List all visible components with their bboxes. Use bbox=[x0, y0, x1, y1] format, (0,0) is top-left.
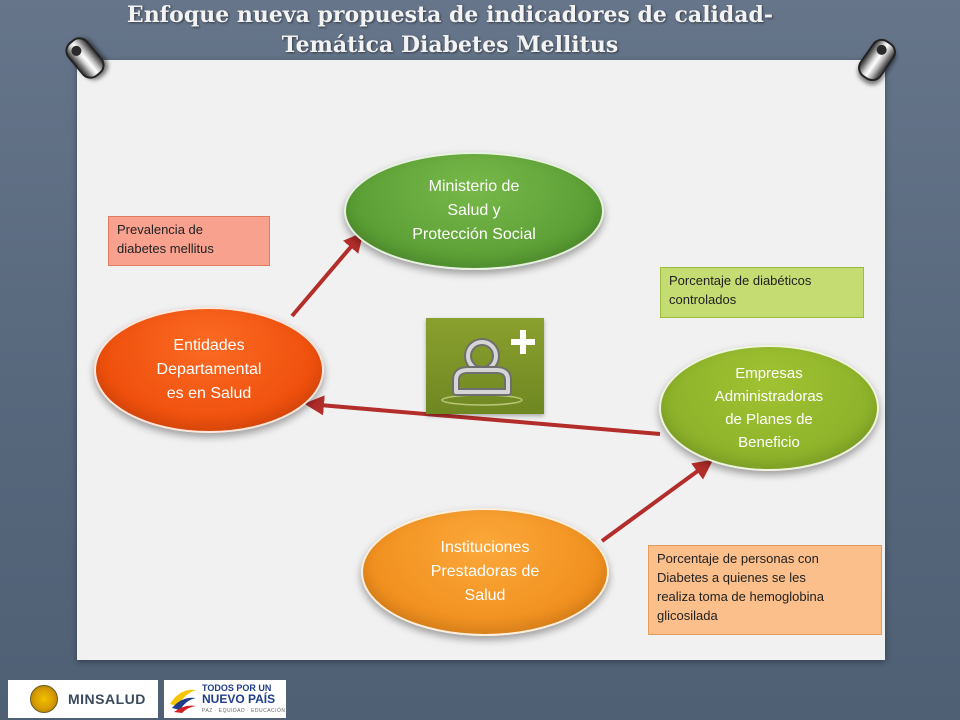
indicator-line: diabetes mellitus bbox=[117, 241, 214, 256]
node-label-line: Empresas bbox=[735, 365, 803, 382]
flag-swoosh-icon bbox=[170, 689, 196, 713]
node-instituciones: Instituciones Prestadoras de Salud bbox=[361, 508, 609, 636]
arrow-entidades-to-ministerio bbox=[290, 231, 364, 318]
slide-title: Enfoque nueva propuesta de indicadores d… bbox=[0, 0, 900, 60]
arrow-empresas-to-entidades bbox=[304, 395, 661, 436]
nuevo-pais-line-2: NUEVO PAÍS bbox=[202, 691, 276, 706]
indicator-line: Diabetes a quienes se les bbox=[657, 570, 806, 585]
coat-of-arms-icon bbox=[30, 685, 58, 713]
minsalud-logo: MINSALUD bbox=[8, 680, 158, 718]
indicator-line: Porcentaje de personas con bbox=[657, 551, 819, 566]
node-entidades: Entidades Departamental es en Salud bbox=[94, 307, 324, 433]
node-label-line: Instituciones bbox=[440, 539, 530, 556]
indicator-line: realiza toma de hemoglobina bbox=[657, 589, 824, 604]
indicator-line: glicosilada bbox=[657, 608, 718, 623]
slide-title-line-2: Temática Diabetes Mellitus bbox=[281, 32, 619, 58]
nuevo-pais-logo: TODOS POR UN NUEVO PAÍS PAZ · EQUIDAD · … bbox=[164, 680, 286, 718]
node-label-line: Beneficio bbox=[738, 434, 800, 451]
add-user-icon bbox=[426, 318, 544, 414]
minsalud-logo-text: MINSALUD bbox=[68, 691, 146, 707]
indicator-controlados: Porcentaje de diabéticos controlados bbox=[660, 267, 864, 318]
indicator-line: Porcentaje de diabéticos bbox=[669, 273, 812, 288]
nuevo-pais-line-1: TODOS POR UN bbox=[202, 682, 272, 693]
node-empresas: Empresas Administradoras de Planes de Be… bbox=[659, 345, 879, 471]
indicator-line: controlados bbox=[669, 292, 737, 307]
node-label-line: Administradoras bbox=[714, 388, 824, 405]
node-label-line: Ministerio de bbox=[428, 178, 520, 195]
node-label-line: Departamental bbox=[156, 361, 262, 378]
indicator-prevalencia: Prevalencia de diabetes mellitus bbox=[108, 216, 270, 266]
node-ministerio: Ministerio de Salud y Protección Social bbox=[344, 152, 604, 270]
node-label-line: Entidades bbox=[173, 337, 245, 354]
node-label-line: Salud bbox=[464, 587, 506, 604]
node-label-line: Salud y bbox=[447, 202, 501, 219]
indicator-hemoglobina: Porcentaje de personas con Diabetes a qu… bbox=[648, 545, 882, 635]
nuevo-pais-line-3: PAZ · EQUIDAD · EDUCACIÓN bbox=[202, 707, 286, 714]
node-label-line: Protección Social bbox=[412, 226, 536, 243]
node-label-line: Prestadoras de bbox=[430, 563, 540, 580]
node-label-line: es en Salud bbox=[166, 385, 252, 402]
node-label-line: de Planes de bbox=[725, 411, 813, 428]
indicator-line: Prevalencia de bbox=[117, 222, 203, 237]
slide-title-line-1: Enfoque nueva propuesta de indicadores d… bbox=[126, 2, 774, 28]
arrow-instituciones-to-empresas bbox=[600, 459, 714, 543]
